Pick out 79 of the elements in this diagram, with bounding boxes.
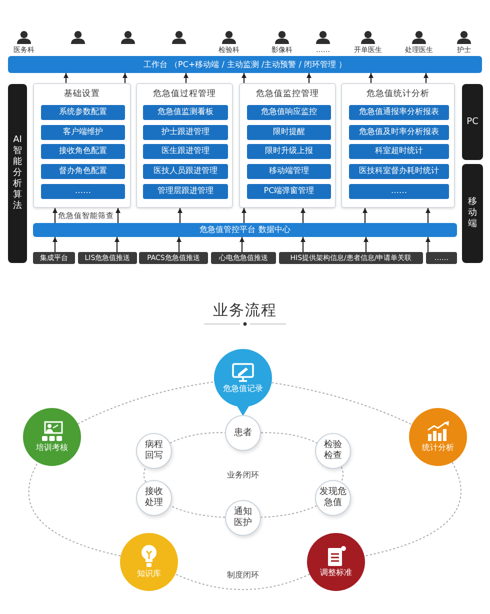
algorithm-side-bar: AI智能分析算法 (8, 84, 27, 263)
arrow (178, 208, 182, 223)
arrow (52, 208, 58, 223)
panel-title: 基础设置 (64, 90, 100, 100)
arrow (300, 237, 306, 252)
dashed-connector (170, 432, 226, 444)
arrow (184, 73, 188, 83)
dashed-connector (271, 382, 412, 425)
arrow (368, 73, 374, 83)
module-panel (136, 83, 233, 208)
arrow (362, 208, 368, 223)
feature-tile: 危急值及时率分析报表 (349, 125, 449, 140)
stage-label: 培训考核 (36, 444, 68, 453)
stage-label: 调整标准 (320, 569, 352, 578)
side-bar: 移动端 (462, 164, 483, 263)
feature-tile: 接收角色配置 (41, 144, 125, 159)
dashed-connector (364, 462, 462, 557)
step-circle: 患者 (225, 415, 261, 451)
stage-label: 知识库 (137, 570, 161, 579)
arrow (242, 208, 246, 223)
dashed-connector (77, 381, 215, 424)
loop-label: 业务闭环 (227, 472, 259, 480)
dashed-connector (260, 505, 318, 518)
panel-title: 危急值监控管理 (256, 90, 319, 100)
arrow (426, 237, 430, 252)
feature-tile: 限时提醒 (247, 125, 331, 140)
feature-tile: 客户端维护 (41, 125, 125, 140)
arrow (114, 237, 120, 252)
arrow (64, 73, 68, 83)
feature-tile: 移动端管理 (247, 164, 331, 179)
step-circle: 接收处理 (136, 480, 172, 516)
feature-tile: 管理层跟进管理 (143, 184, 228, 199)
feature-tile: 医技科室督办耗时统计 (349, 164, 449, 179)
arrow (424, 73, 428, 83)
workbench-bar: 工作台 （PC+移动端 / 主动监测 /主动预警 / 闭环管理 ） (8, 56, 482, 73)
feature-tile: 医生跟进管理 (143, 144, 228, 159)
step-circle: 发现危急值 (315, 480, 351, 516)
feature-tile: …… (349, 184, 449, 199)
step-circle: 检验检查 (315, 433, 351, 469)
step-circle: 病程回写 (136, 433, 172, 469)
feature-tile: 危急值监测看板 (143, 105, 228, 120)
arrow (52, 237, 58, 252)
dashed-connector (260, 432, 318, 444)
module-panel (33, 83, 131, 208)
stage-label: 危急值记录 (223, 384, 263, 394)
feature-tile: 督办角色配置 (41, 164, 125, 179)
loop-label: 制度闭环 (227, 572, 259, 580)
arrow (176, 237, 182, 252)
module-panel (239, 83, 336, 208)
feature-tile: 护士跟进管理 (143, 125, 228, 140)
feature-tile: …… (41, 184, 125, 199)
feature-tile: 危急值通报率分析报表 (349, 105, 449, 120)
feature-tile: 科室超时统计 (349, 144, 449, 159)
dashed-connector (340, 466, 344, 482)
dashed-connector (170, 505, 226, 518)
arrow (240, 237, 244, 252)
dashed-connector (174, 574, 310, 590)
dashed-connector (28, 462, 122, 556)
module-panel (341, 83, 455, 208)
dashed-connector (143, 466, 146, 482)
stage-label: 统计分析 (422, 444, 454, 453)
data-center-bar: 危急值管控平台 数据中心 (33, 223, 457, 237)
feature-tile: 系统参数配置 (41, 105, 125, 120)
feature-tile: 限时升级上报 (247, 144, 331, 159)
panel-title: 危急值过程管理 (153, 90, 216, 100)
arrow (122, 73, 128, 83)
arrow (116, 208, 120, 223)
arrow (242, 73, 246, 83)
feature-tile: 危急值响应监控 (247, 105, 331, 120)
feature-tile: PC端弹窗管理 (247, 184, 331, 199)
arrow (364, 237, 368, 252)
arrow (306, 73, 312, 83)
side-bar: PC (462, 84, 483, 160)
section-title: 业务流程 (213, 302, 277, 318)
arrow (300, 208, 306, 223)
panel-title: 危急值统计分析 (366, 90, 430, 100)
arrow (426, 208, 430, 223)
step-circle: 通知医护 (225, 500, 261, 536)
feature-tile: 医技人员跟进管理 (143, 164, 228, 179)
